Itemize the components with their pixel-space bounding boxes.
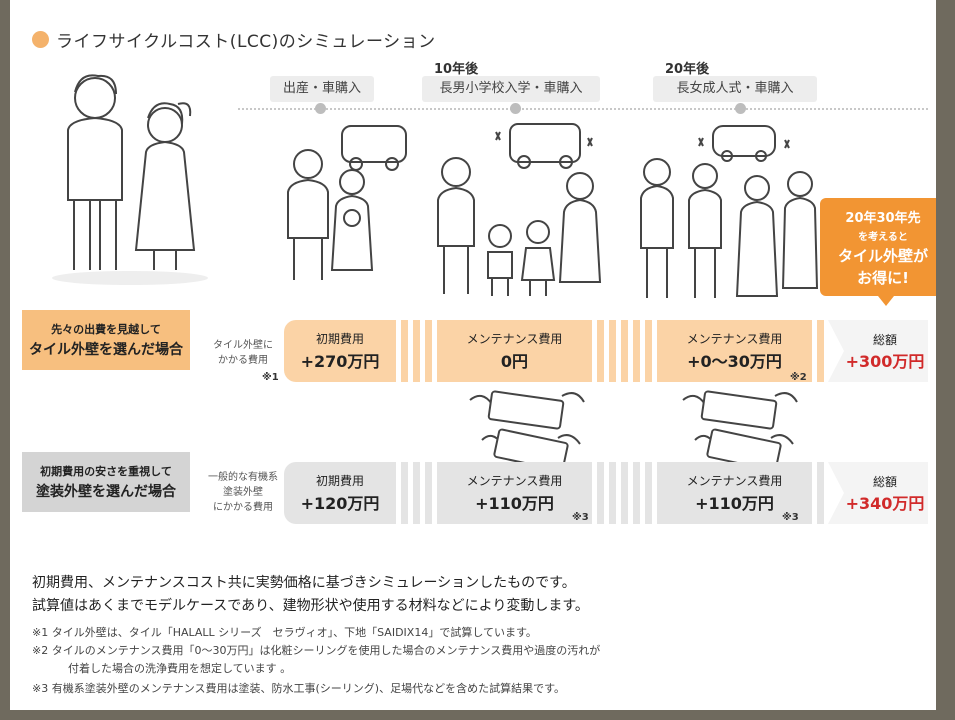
footnote-2b: 付着した場合の洗浄費用を想定しています 。 <box>68 662 292 675</box>
tile-row-label: 先々の出費を見越して タイル外壁を選んだ場合 <box>22 310 190 370</box>
paint-initial-cost: 初期費用 +120万円 <box>284 462 396 524</box>
paint-maint1-label: メンテナンス費用 <box>466 474 563 488</box>
tile-sub-label-line2: かかる費用 <box>218 355 268 366</box>
flying-money-icon <box>682 390 798 472</box>
paint-maint1-value: +110万円 <box>475 494 554 513</box>
paint-stripe <box>413 462 420 524</box>
footnote-3: ※3 有機系塗装外壁のメンテナンス費用は塗装、防水工事(シーリング)、足場代など… <box>32 682 565 695</box>
timeline-dot <box>735 103 746 114</box>
tile-stripe <box>413 320 420 382</box>
paint-maintenance-20yr: メンテナンス費用 +110万円 <box>657 462 812 524</box>
tile-stripe <box>633 320 640 382</box>
paint-stripe <box>645 462 652 524</box>
tile-initial-label: 初期費用 <box>315 332 364 346</box>
callout-line2: を考えると <box>858 231 908 243</box>
tile-total-arrow <box>828 320 928 382</box>
paint-sub-label-line1: 一般的な有機系 <box>208 472 278 483</box>
title-bullet-icon <box>32 31 49 48</box>
paint-total-arrow <box>828 462 928 524</box>
paint-total: 総額 +340万円 <box>828 462 928 524</box>
tile-stripe <box>645 320 652 382</box>
paint-initial-value: +120万円 <box>300 494 380 513</box>
paint-sub-label-line3: にかかる費用 <box>213 502 273 513</box>
couple-illustration <box>52 74 208 285</box>
paint-total-value: +340万円 <box>845 493 925 513</box>
family-10yr-illustration <box>437 123 602 296</box>
event-school: 長男小学校入学・車購入 <box>422 76 600 102</box>
tile-sub-label: タイル外壁に かかる費用 <box>200 338 286 368</box>
family-20yr-illustration <box>640 125 819 298</box>
tile-maint2-note: ※2 <box>790 372 807 383</box>
body-text-line2: 試算値はあくまでモデルケースであり、建物形状や使用する材料などにより変動します。 <box>32 598 589 614</box>
tile-stripe <box>425 320 432 382</box>
tile-sub-note: ※1 <box>262 372 279 383</box>
paint-maint2-label: メンテナンス費用 <box>686 474 783 488</box>
timeline-dot <box>315 103 326 114</box>
paint-maint1-note: ※3 <box>572 512 589 523</box>
paint-stripe <box>621 462 628 524</box>
flying-money-icon <box>469 390 585 472</box>
paint-stripe <box>597 462 604 524</box>
tile-total-label: 総額 <box>872 332 897 347</box>
callout-tile-benefit: 20年30年先 を考えると タイル外壁が お得に! <box>820 198 936 296</box>
year-label-10: 10年後 <box>434 62 479 77</box>
tile-maint2-value: +0〜30万円 <box>687 352 782 371</box>
tile-label-line2: タイル外壁を選んだ場合 <box>29 342 183 358</box>
paint-label-line2: 塗装外壁を選んだ場合 <box>36 484 176 500</box>
callout-line1: 20年30年先 <box>845 210 921 226</box>
footnote-1: ※1 タイル外壁は、タイル「HALALL シリーズ セラヴィオ」、下地「SAID… <box>32 626 537 639</box>
paint-sub-label-line2: 塗装外壁 <box>223 487 263 498</box>
tile-stripe <box>597 320 604 382</box>
tile-stripe <box>817 320 824 382</box>
tile-total-value: +300万円 <box>845 351 925 371</box>
tile-maintenance-20yr: メンテナンス費用 +0〜30万円 <box>657 320 812 382</box>
tile-maint1-label: メンテナンス費用 <box>466 332 563 346</box>
paint-sub-label: 一般的な有機系 塗装外壁 にかかる費用 <box>200 470 286 515</box>
tile-total: 総額 +300万円 <box>828 320 928 382</box>
timeline-line <box>238 108 928 110</box>
tile-initial-cost: 初期費用 +270万円 <box>284 320 396 382</box>
timeline-dot <box>510 103 521 114</box>
tile-initial-value: +270万円 <box>300 352 380 371</box>
paint-maintenance-10yr: メンテナンス費用 +110万円 <box>437 462 592 524</box>
tile-stripe <box>401 320 408 382</box>
paint-stripe <box>817 462 824 524</box>
tile-sub-label-line1: タイル外壁に <box>213 340 273 351</box>
paint-maint2-value: +110万円 <box>695 494 774 513</box>
callout-line4: お得に! <box>857 268 909 287</box>
paint-maint2-note: ※3 <box>782 512 799 523</box>
tile-maint1-value: 0円 <box>500 352 529 371</box>
tile-label-line1: 先々の出費を見越して <box>51 323 161 336</box>
tile-stripe <box>621 320 628 382</box>
callout-pointer <box>878 296 894 306</box>
page-title: ライフサイクルコスト(LCC)のシミュレーション <box>56 32 436 52</box>
family-birth-illustration <box>287 125 407 280</box>
paint-row-label: 初期費用の安さを重視して 塗装外壁を選んだ場合 <box>22 452 190 512</box>
tile-maint2-label: メンテナンス費用 <box>686 332 783 346</box>
paint-total-label: 総額 <box>872 474 897 489</box>
paint-stripe <box>401 462 408 524</box>
paint-stripe <box>609 462 616 524</box>
paint-label-line1: 初期費用の安さを重視して <box>40 465 172 478</box>
event-coming-of-age: 長女成人式・車購入 <box>653 76 817 102</box>
paint-initial-label: 初期費用 <box>315 474 364 488</box>
tile-maintenance-10yr: メンテナンス費用 0円 <box>437 320 592 382</box>
callout-line3: タイル外壁が <box>837 246 928 265</box>
paint-stripe <box>633 462 640 524</box>
paint-stripe <box>425 462 432 524</box>
lcc-panel: ライフサイクルコスト(LCC)のシミュレーション 10年後 20年後 出産・車購… <box>10 0 936 710</box>
footnote-2a: ※2 タイルのメンテナンス費用「0～30万円」は化粧シーリングを使用した場合のメ… <box>32 644 601 657</box>
year-label-20: 20年後 <box>665 62 710 77</box>
event-birth: 出産・車購入 <box>270 76 374 102</box>
body-text-line1: 初期費用、メンテナンスコスト共に実勢価格に基づきシミュレーションしたものです。 <box>32 575 576 591</box>
tile-stripe <box>609 320 616 382</box>
